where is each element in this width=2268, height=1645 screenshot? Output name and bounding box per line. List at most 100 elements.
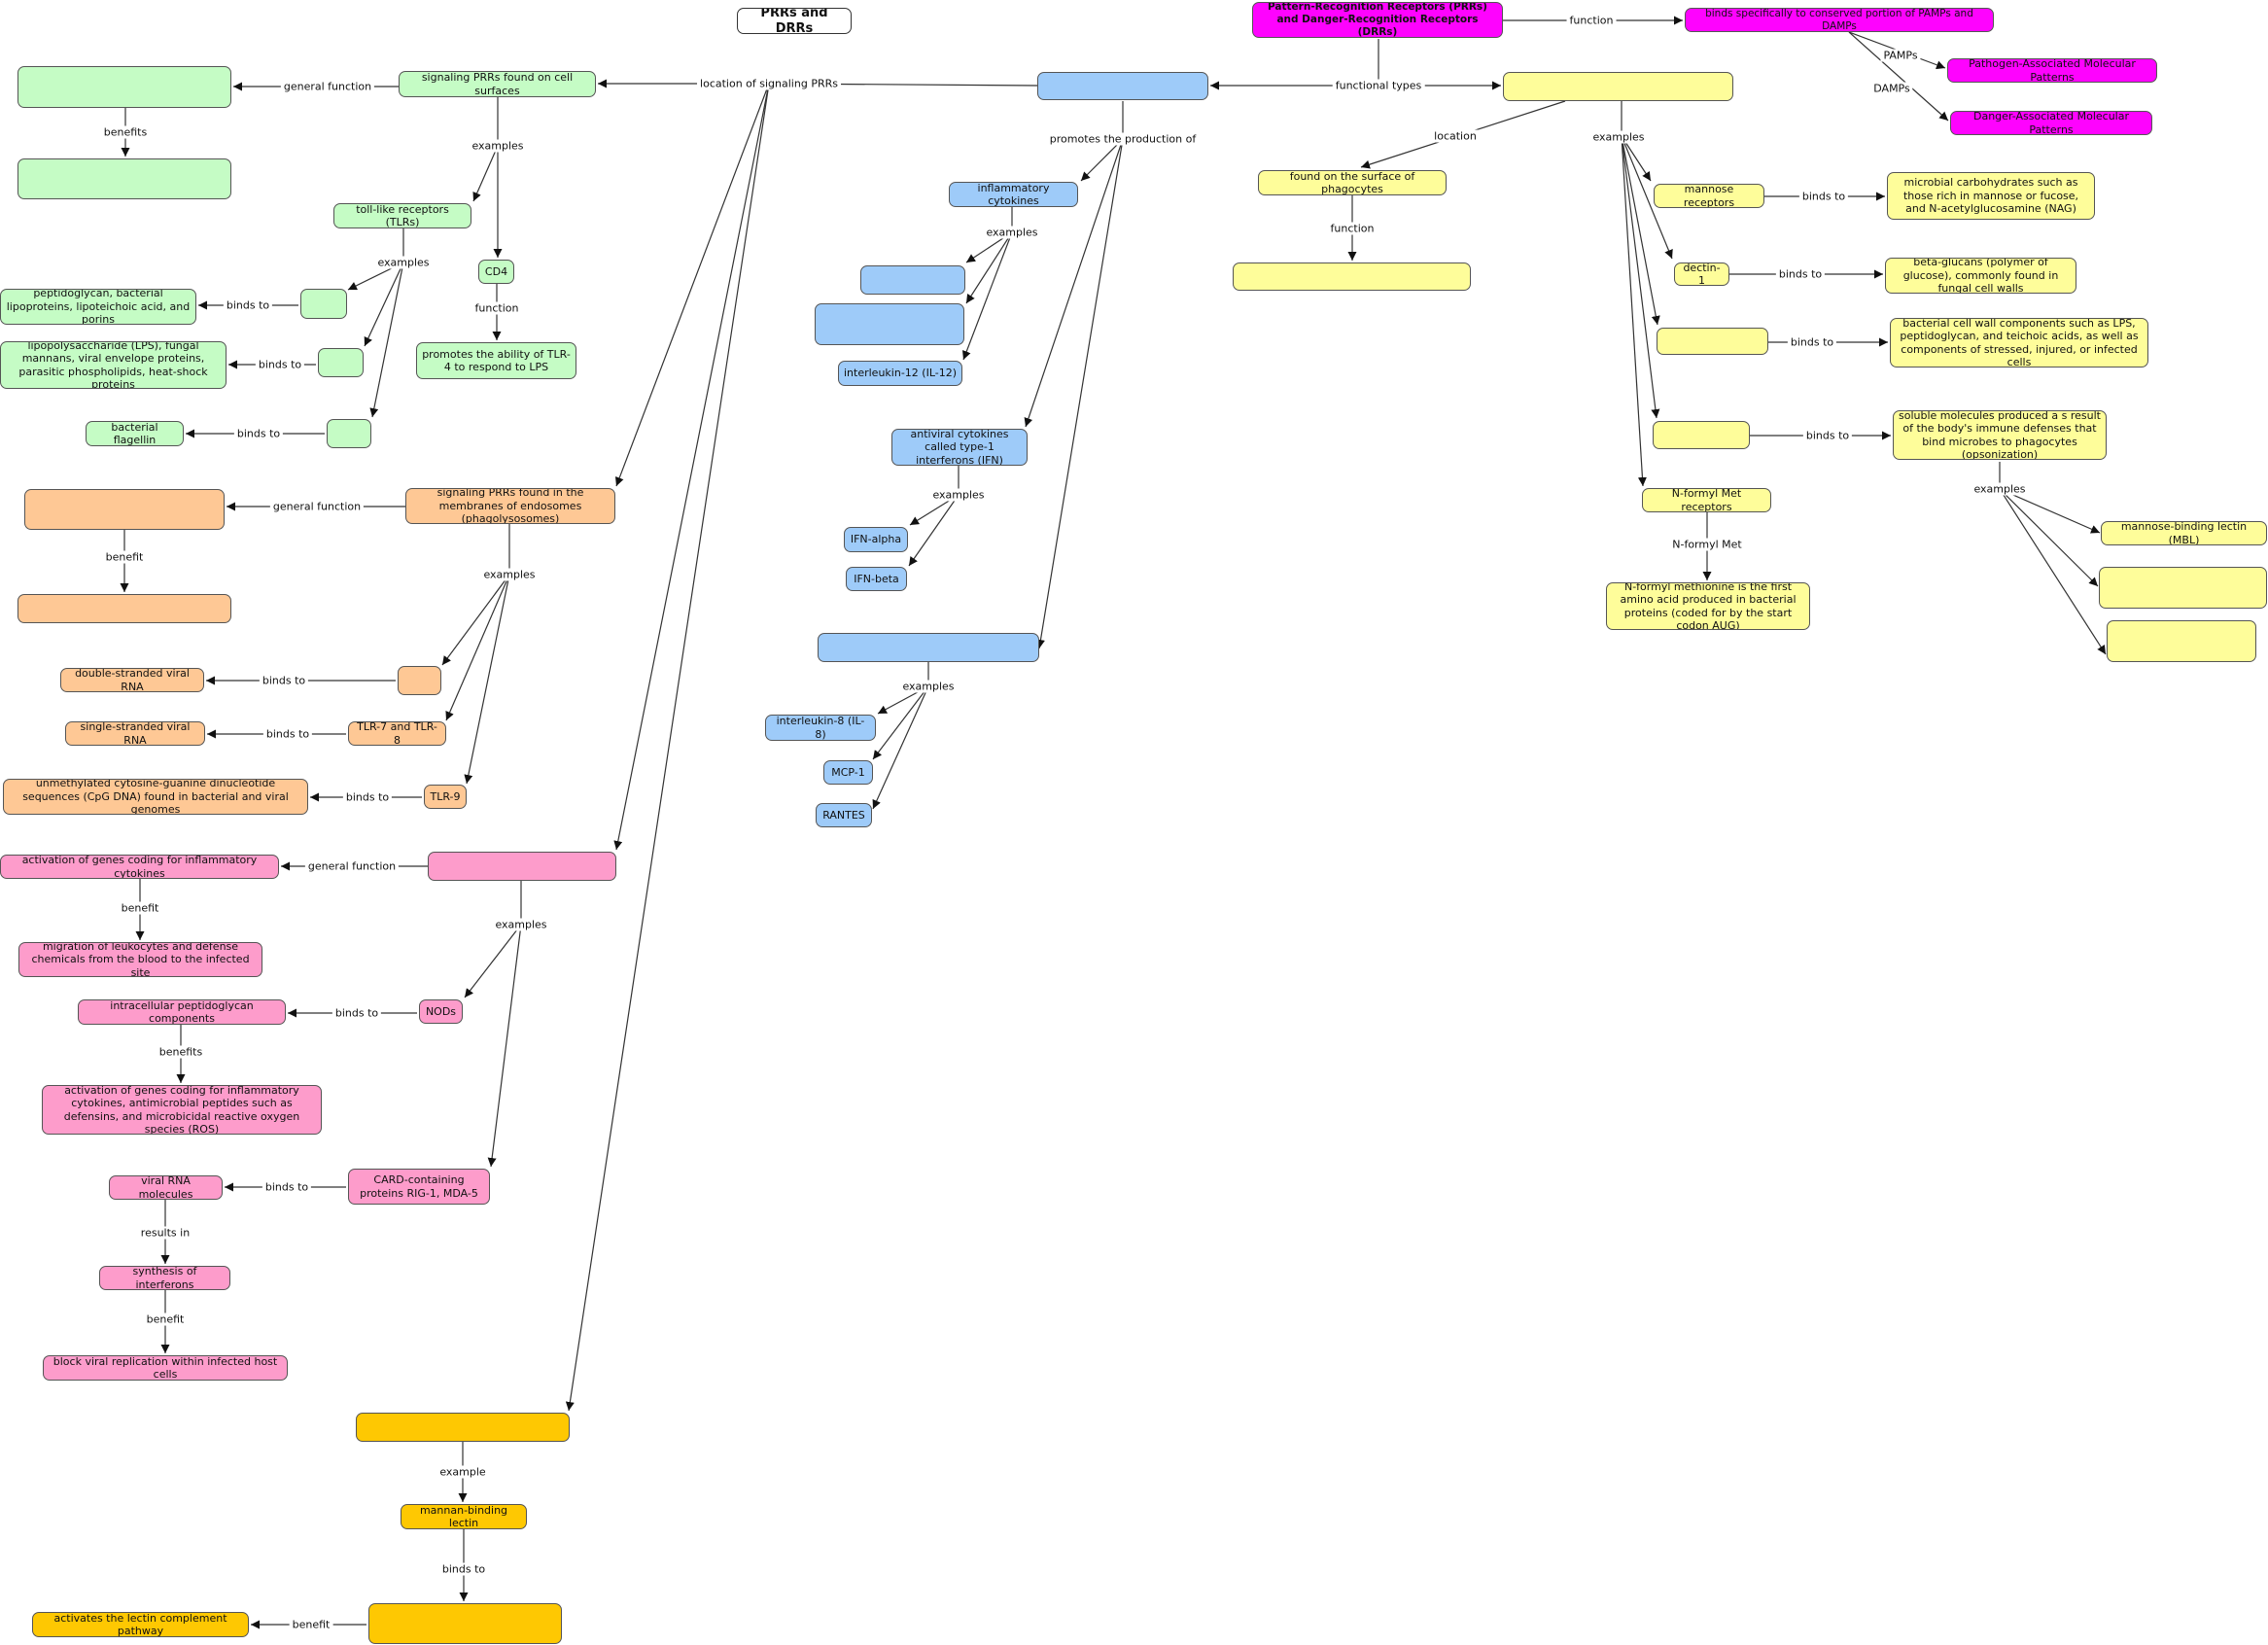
cytokine-ex1-node[interactable]	[860, 265, 965, 295]
endocytic-prrs-node[interactable]	[1503, 72, 1733, 101]
label-results-in: results in	[137, 1226, 193, 1240]
label-binds-to: binds to	[259, 674, 309, 687]
label-benefit: benefit	[143, 1312, 188, 1326]
tlr9-node[interactable]: TLR-9	[424, 785, 467, 809]
connector-line	[1848, 31, 1949, 122]
label-damps: DAMPs	[1870, 82, 1913, 95]
label-benefits: benefits	[100, 125, 151, 139]
mbl-binds-node[interactable]	[368, 1603, 562, 1644]
tlr78-node[interactable]: TLR-7 and TLR-8	[348, 721, 446, 746]
inflammatory-cytokines-node[interactable]: inflammatory cytokines	[949, 182, 1078, 207]
synthesis-ifn-node[interactable]: synthesis of interferons	[99, 1266, 230, 1290]
connector-line	[1621, 135, 1660, 326]
nod-benefits-node[interactable]: activation of genes coding for inflammat…	[42, 1085, 322, 1135]
pamp-node[interactable]: Pathogen-Associated Molecular Patterns	[1947, 58, 2157, 83]
label-examples: examples	[899, 680, 958, 693]
mannose-binds-node[interactable]: microbial carbohydrates such as those ri…	[1887, 172, 2095, 220]
mbl-node[interactable]: mannose-binding lectin (MBL)	[2101, 521, 2267, 545]
opsonin-ex3-node[interactable]	[2107, 620, 2256, 662]
label-binds-to: binds to	[438, 1562, 489, 1576]
connector-line	[445, 574, 510, 721]
cell-surface-prrs-node[interactable]: signaling PRRs found on cell surfaces	[399, 71, 596, 97]
ssrna-node[interactable]: single-stranded viral RNA	[65, 721, 205, 746]
opsonin-binds-node[interactable]: soluble molecules produced a s result of…	[1893, 410, 2107, 460]
ifn-alpha-node[interactable]: IFN-alpha	[844, 527, 908, 552]
tlr-ex3-binds-node[interactable]: bacterial flagellin	[86, 421, 184, 446]
tlr-ex1-binds-node[interactable]: peptidoglycan, bacterial lipoproteins, l…	[0, 289, 196, 325]
cytoplasm-prrs-node[interactable]	[428, 852, 616, 881]
label-benefit: benefit	[289, 1618, 333, 1631]
cd4-function-node[interactable]: promotes the ability of TLR-4 to respond…	[416, 342, 576, 379]
connector-line	[1621, 135, 1647, 487]
damp-node[interactable]: Danger-Associated Molecular Patterns	[1950, 111, 2152, 135]
activation-genes-node[interactable]: activation of genes coding for inflammat…	[0, 855, 279, 879]
label-binds-to: binds to	[262, 1180, 312, 1194]
card-node[interactable]: CARD-containing proteins RIG-1, MDA-5	[348, 1169, 490, 1205]
scavenger-node[interactable]	[1657, 328, 1768, 355]
dectin-binds-node[interactable]: beta-glucans (polymer of glucose), commo…	[1885, 258, 2076, 294]
mannan-binding-lectin-node[interactable]: mannan-binding lectin	[401, 1504, 527, 1529]
label-location: location	[1431, 129, 1480, 143]
surface-general-function-node[interactable]	[17, 66, 231, 108]
prr-drr-node[interactable]: Pattern-Recognition Receptors (PRRs) and…	[1252, 2, 1503, 38]
connector-line	[472, 145, 499, 202]
il8-node[interactable]: interleukin-8 (IL-8)	[765, 715, 876, 741]
surface-phagocytes-node[interactable]: found on the surface of phagocytes	[1258, 170, 1447, 195]
endosome-benefit-node[interactable]	[17, 594, 231, 623]
secreted-prrs-node[interactable]	[356, 1413, 570, 1442]
ifn-node[interactable]: antiviral cytokines called type-1 interf…	[891, 429, 1028, 466]
dectin-node[interactable]: dectin-1	[1674, 262, 1729, 286]
binds-pamps-damps-node[interactable]: binds specifically to conserved portion …	[1685, 8, 1994, 32]
connector-line	[464, 924, 522, 998]
endosome-prrs-node[interactable]: signaling PRRs found in the membranes of…	[405, 488, 615, 524]
label-binds-to: binds to	[1798, 190, 1849, 203]
cd4-node[interactable]: CD4	[478, 260, 514, 284]
endosome-general-function-node[interactable]	[24, 489, 225, 530]
tlr-ex1-node[interactable]	[300, 289, 347, 319]
connector-line	[1999, 488, 2107, 655]
label-examples: examples	[469, 139, 527, 153]
rantes-node[interactable]: RANTES	[816, 803, 872, 827]
chemokines-node[interactable]	[818, 633, 1039, 662]
tlr-ex2-node[interactable]	[318, 348, 364, 377]
endocytic-function-node[interactable]	[1233, 262, 1471, 291]
cytokine-ex2-node[interactable]	[815, 303, 964, 345]
connector-line	[613, 83, 770, 851]
connector-line	[614, 83, 770, 487]
mcp1-node[interactable]: MCP-1	[823, 760, 873, 785]
label-examples: examples	[480, 568, 539, 581]
lectin-pathway-node[interactable]: activates the lectin complement pathway	[32, 1612, 249, 1637]
opsonin-ex2-node[interactable]	[2099, 567, 2267, 609]
surface-benefit-node[interactable]	[17, 158, 231, 199]
migration-node[interactable]: migration of leukocytes and defense chem…	[18, 942, 262, 977]
fmet-desc-node[interactable]: N-formyl methionine is the first amino a…	[1606, 582, 1810, 630]
peptidoglycan-components-node[interactable]: intracellular peptidoglycan components	[78, 999, 286, 1025]
label-n-formyl-met: N-formyl Met	[1669, 538, 1745, 551]
dsrna-node[interactable]: double-stranded viral RNA	[60, 668, 204, 692]
signaling-prrs-node[interactable]	[1037, 72, 1208, 100]
cpg-node[interactable]: unmethylated cytosine-guanine dinucleoti…	[3, 779, 308, 815]
endosome-ex1-node[interactable]	[398, 666, 441, 695]
nods-node[interactable]: NODs	[419, 999, 463, 1024]
mannose-receptors-node[interactable]: mannose receptors	[1654, 184, 1764, 208]
connector-line	[872, 685, 929, 760]
connector-line	[1621, 135, 1660, 419]
block-replication-node[interactable]: block viral replication within infected …	[43, 1355, 288, 1381]
il12-node[interactable]: interleukin-12 (IL-12)	[838, 361, 962, 386]
scavenger-binds-node[interactable]: bacterial cell wall components such as L…	[1890, 318, 2148, 368]
label-benefits: benefits	[156, 1045, 206, 1059]
viral-rna-node[interactable]: viral RNA molecules	[109, 1175, 223, 1200]
tlrs-node[interactable]: toll-like receptors (TLRs)	[333, 203, 471, 228]
tlr-ex2-binds-node[interactable]: lipopolysaccharide (LPS), fungal mannans…	[0, 341, 227, 389]
label-examples: examples	[374, 256, 433, 269]
connector-line	[441, 574, 510, 666]
tlr-ex3-node[interactable]	[327, 419, 371, 448]
opsonin-receptors-node[interactable]	[1653, 421, 1750, 449]
ifn-beta-node[interactable]: IFN-beta	[846, 567, 907, 591]
label-functional-types: functional types	[1332, 79, 1425, 92]
connector-line	[965, 231, 1013, 304]
label-examples: examples	[929, 488, 988, 502]
connector-line	[364, 262, 404, 347]
fmet-receptors-node[interactable]: N-formyl Met receptors	[1642, 488, 1771, 512]
